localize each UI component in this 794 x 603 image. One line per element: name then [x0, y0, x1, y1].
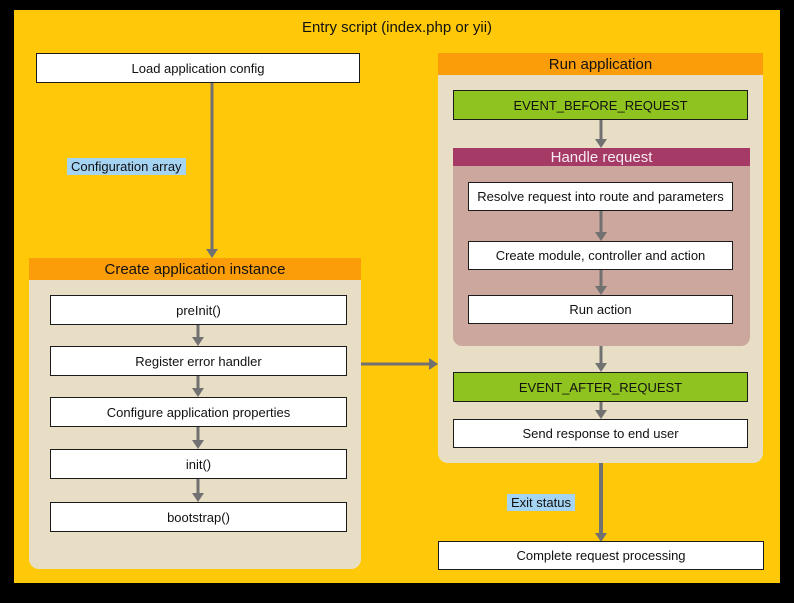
- arrow-create-to-run: [361, 358, 438, 370]
- arrow-shaft: [196, 427, 200, 443]
- arrow-shaft: [196, 376, 200, 391]
- arrow-head-icon: [595, 286, 607, 295]
- send-response-box: Send response to end user: [453, 419, 748, 448]
- arrow-step: [595, 120, 607, 148]
- arrow-shaft: [599, 270, 603, 289]
- arrow-head-icon: [192, 440, 204, 449]
- step-run-action-box: Run action: [468, 295, 733, 324]
- arrow-head-icon: [206, 249, 218, 258]
- create-section-header: Create application instance: [29, 258, 361, 280]
- event-after-request-box: EVENT_AFTER_REQUEST: [453, 372, 748, 402]
- diagram-title: Entry script (index.php or yii): [301, 19, 493, 36]
- arrow-shaft: [196, 325, 200, 340]
- flowchart-canvas: Entry script (index.php or yii) Load app…: [14, 10, 780, 583]
- arrow-step: [192, 427, 204, 449]
- arrow-head-icon: [192, 493, 204, 502]
- arrow-shaft: [196, 479, 200, 496]
- arrow-shaft: [599, 346, 603, 366]
- arrow-head-icon: [429, 358, 438, 370]
- arrow-step: [595, 211, 607, 241]
- run-section-header: Run application: [438, 53, 763, 75]
- arrow-step: [595, 270, 607, 295]
- handle-section-header: Handle request: [453, 148, 750, 166]
- arrow-head-icon: [595, 533, 607, 542]
- arrow-head-icon: [192, 388, 204, 397]
- arrow-head-icon: [595, 363, 607, 372]
- arrow-step: [595, 346, 607, 372]
- arrow-run-to-complete: [595, 463, 607, 542]
- arrow-shaft: [599, 211, 603, 235]
- arrow-config-to-create: [206, 83, 218, 258]
- step-preinit-box: preInit(): [50, 295, 347, 325]
- step-create-module-box: Create module, controller and action: [468, 241, 733, 270]
- load-application-config-box: Load application config: [36, 53, 360, 83]
- configuration-array-label: Configuration array: [67, 158, 186, 175]
- handle-request-section: Handle request Resolve request into rout…: [453, 148, 750, 346]
- arrow-step: [192, 376, 204, 397]
- arrow-step: [595, 402, 607, 419]
- arrow-head-icon: [595, 410, 607, 419]
- step-resolve-request-box: Resolve request into route and parameter…: [468, 182, 733, 211]
- arrow-head-icon: [192, 337, 204, 346]
- step-bootstrap-box: bootstrap(): [50, 502, 347, 532]
- arrow-shaft: [210, 83, 214, 252]
- arrow-shaft: [599, 120, 603, 142]
- complete-request-processing-box: Complete request processing: [438, 541, 764, 570]
- exit-status-label: Exit status: [507, 494, 575, 511]
- step-init-box: init(): [50, 449, 347, 479]
- run-application-section: Run application EVENT_BEFORE_REQUEST Han…: [438, 53, 763, 463]
- arrow-head-icon: [595, 232, 607, 241]
- arrow-head-icon: [595, 139, 607, 148]
- step-register-error-handler-box: Register error handler: [50, 346, 347, 376]
- arrow-shaft: [599, 402, 603, 413]
- create-application-instance-section: Create application instance preInit() Re…: [29, 258, 361, 569]
- arrow-shaft: [599, 463, 603, 536]
- event-before-request-box: EVENT_BEFORE_REQUEST: [453, 90, 748, 120]
- step-configure-properties-box: Configure application properties: [50, 397, 347, 427]
- arrow-step: [192, 325, 204, 346]
- arrow-step: [192, 479, 204, 502]
- arrow-shaft: [361, 362, 432, 366]
